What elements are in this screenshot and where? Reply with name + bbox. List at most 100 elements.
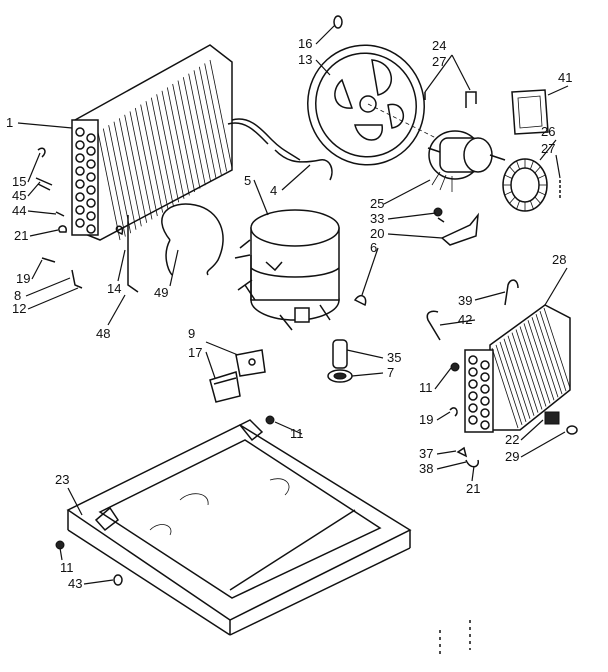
fan-motor: [427, 130, 506, 192]
label-19b: 19: [419, 412, 433, 427]
label-7: 7: [387, 365, 394, 380]
fin: [134, 107, 158, 217]
fin: [198, 66, 222, 175]
label-25: 25: [370, 196, 384, 211]
return-bend: [86, 133, 96, 143]
condenser-coil: [71, 44, 301, 241]
fin: [113, 121, 137, 230]
clip-37: [456, 446, 468, 458]
leader-line: [27, 210, 57, 215]
label-20: 20: [370, 226, 384, 241]
leader-line: [555, 154, 561, 179]
return-bend: [468, 415, 478, 425]
fin: [531, 317, 559, 398]
label-42: 42: [458, 312, 472, 327]
label-22: 22: [505, 432, 519, 447]
label-11b: 11: [290, 426, 304, 441]
leader-line: [424, 54, 453, 93]
label-27b: 27: [541, 141, 555, 156]
leader-line: [351, 372, 384, 377]
return-bend: [86, 185, 96, 195]
wheel-blade: [537, 174, 546, 179]
blower-wheel: [502, 158, 561, 212]
return-bend: [86, 159, 96, 169]
label-11c: 11: [60, 560, 74, 575]
fin: [511, 332, 539, 413]
wheel-blade: [529, 160, 534, 170]
label-38: 38: [419, 461, 433, 476]
leader-line: [29, 229, 59, 237]
label-26: 26: [541, 124, 555, 139]
filter-pad: [511, 89, 549, 135]
return-bend: [75, 166, 85, 176]
leader-line: [315, 24, 336, 45]
label-37: 37: [419, 446, 433, 461]
overload: [209, 371, 241, 403]
fin: [491, 347, 519, 429]
base-pan: [66, 419, 412, 636]
fin: [150, 97, 174, 206]
fin: [140, 104, 164, 213]
leader-line: [67, 487, 83, 516]
fin: [193, 70, 217, 179]
leader-line: [281, 164, 311, 191]
leader-line: [169, 249, 179, 287]
leader-line: [544, 267, 568, 306]
fin: [145, 101, 169, 210]
label-9: 9: [188, 326, 195, 341]
label-33: 33: [370, 211, 384, 226]
leader-line: [387, 233, 443, 239]
label-41: 41: [558, 70, 572, 85]
return-bend: [480, 384, 490, 394]
wheel-blade: [516, 200, 521, 210]
tube-42: [426, 310, 441, 341]
tube-39: [504, 279, 519, 306]
u-tube: [161, 203, 224, 276]
leader-line: [520, 419, 544, 441]
leader-line: [539, 139, 557, 161]
fin: [527, 320, 555, 401]
return-bend: [86, 198, 96, 208]
fin: [156, 94, 180, 203]
wheel-blade: [509, 166, 516, 174]
return-bend: [86, 211, 96, 221]
return-bend: [480, 372, 490, 382]
label-28: 28: [552, 252, 566, 267]
return-bend: [468, 367, 478, 377]
label-21b: 21: [466, 481, 480, 496]
fin: [204, 63, 228, 172]
return-bend: [75, 205, 85, 215]
label-17: 17: [188, 345, 202, 360]
label-35: 35: [387, 350, 401, 365]
return-bend: [75, 179, 85, 189]
leader-line: [434, 367, 452, 390]
label-15: 15: [12, 174, 26, 189]
label-6: 6: [370, 240, 377, 255]
return-bend: [75, 192, 85, 202]
wheel-blade: [504, 191, 513, 196]
leader-line: [205, 341, 239, 356]
fin: [108, 125, 132, 234]
compressor: [234, 209, 340, 331]
label-43: 43: [68, 576, 82, 591]
leader-line: [83, 579, 114, 585]
leader-line: [17, 122, 73, 129]
fin: [515, 329, 543, 410]
leader-line: [547, 85, 569, 96]
fin: [118, 118, 142, 227]
label-23: 23: [55, 472, 69, 487]
label-19: 19: [16, 271, 30, 286]
label-8: 8: [14, 288, 21, 303]
label-44: 44: [12, 203, 26, 218]
leader-line: [253, 179, 269, 216]
grommet: [353, 294, 367, 307]
return-bend: [75, 140, 85, 150]
wheel-blade: [509, 196, 516, 204]
fin: [97, 131, 121, 241]
label-48: 48: [96, 326, 110, 341]
leader-line: [27, 181, 41, 197]
return-bend: [75, 127, 85, 137]
return-bend: [468, 391, 478, 401]
part-labels: 1 15 45 44 21 19 8 12 14 48 49 4 5 16 13…: [6, 36, 572, 591]
